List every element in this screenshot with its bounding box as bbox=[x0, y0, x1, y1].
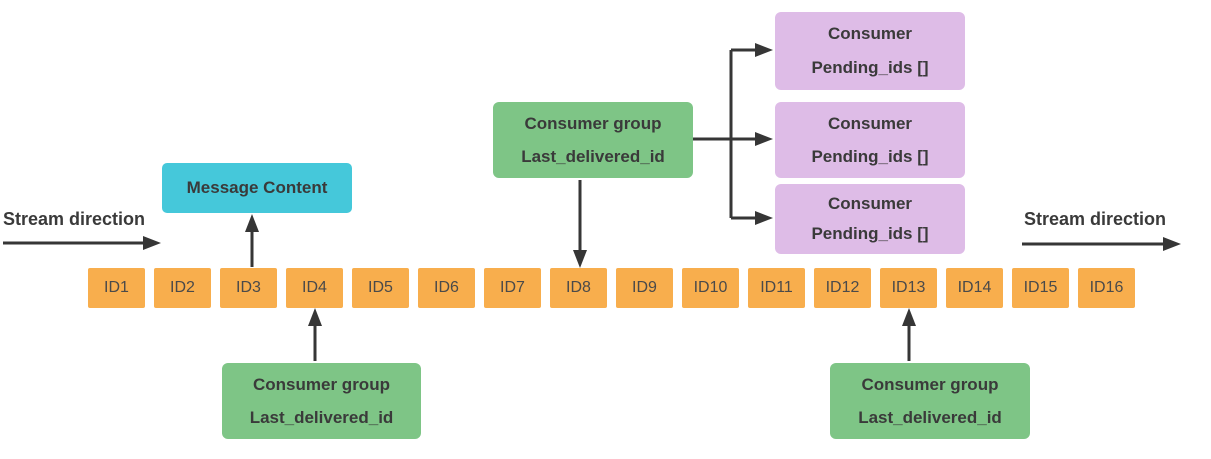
consumer-title: Consumer bbox=[827, 194, 913, 213]
stream-entry-id4: ID4 bbox=[286, 268, 343, 308]
stream-entry-id13: ID13 bbox=[880, 268, 937, 308]
stream-entry-id10: ID10 bbox=[682, 268, 739, 308]
stream-entry-id8: ID8 bbox=[550, 268, 607, 308]
stream-entry-id9: ID9 bbox=[616, 268, 673, 308]
stream-entry-id5: ID5 bbox=[352, 268, 409, 308]
last-delivered-id-label: Last_delivered_id bbox=[249, 407, 394, 427]
consumer-group-box-bottom-left: Consumer group Last_delivered_id bbox=[222, 363, 421, 439]
consumer-box-2: Consumer Pending_ids [] bbox=[775, 102, 965, 178]
pending-ids-label: Pending_ids [] bbox=[811, 224, 929, 243]
consumer-group-title: Consumer group bbox=[253, 374, 390, 394]
consumer-group-box-top: Consumer group Last_delivered_id bbox=[493, 102, 693, 178]
stream-entry-id12: ID12 bbox=[814, 268, 871, 308]
message-content-box: Message Content bbox=[162, 163, 352, 213]
last-delivered-id-label: Last_delivered_id bbox=[858, 407, 1002, 427]
pending-ids-label: Pending_ids [] bbox=[811, 146, 929, 166]
message-content-label: Message Content bbox=[186, 178, 328, 197]
consumer-group-box-bottom-right: Consumer group Last_delivered_id bbox=[830, 363, 1030, 439]
consumer-group-title: Consumer group bbox=[861, 374, 999, 394]
consumer-title: Consumer bbox=[827, 113, 913, 133]
stream-entry-id14: ID14 bbox=[946, 268, 1003, 308]
stream-entry-id16: ID16 bbox=[1078, 268, 1135, 308]
stream-direction-label-left: Stream direction bbox=[3, 209, 146, 229]
stream-entry-id15: ID15 bbox=[1012, 268, 1069, 308]
last-delivered-id-label: Last_delivered_id bbox=[521, 146, 665, 166]
pending-ids-label: Pending_ids [] bbox=[811, 58, 929, 77]
stream-entry-id7: ID7 bbox=[484, 268, 541, 308]
consumer-box-3: Consumer Pending_ids [] bbox=[775, 184, 965, 254]
consumer-group-title: Consumer group bbox=[524, 113, 662, 133]
stream-entry-id3: ID3 bbox=[220, 268, 277, 308]
stream-direction-label-right: Stream direction bbox=[1024, 209, 1167, 229]
consumer-title: Consumer bbox=[827, 24, 913, 43]
stream-entry-id2: ID2 bbox=[154, 268, 211, 308]
consumer-box-1: Consumer Pending_ids [] bbox=[775, 12, 965, 90]
stream-entry-id11: ID11 bbox=[748, 268, 805, 308]
stream-entry-id6: ID6 bbox=[418, 268, 475, 308]
stream-entry-id1: ID1 bbox=[88, 268, 145, 308]
